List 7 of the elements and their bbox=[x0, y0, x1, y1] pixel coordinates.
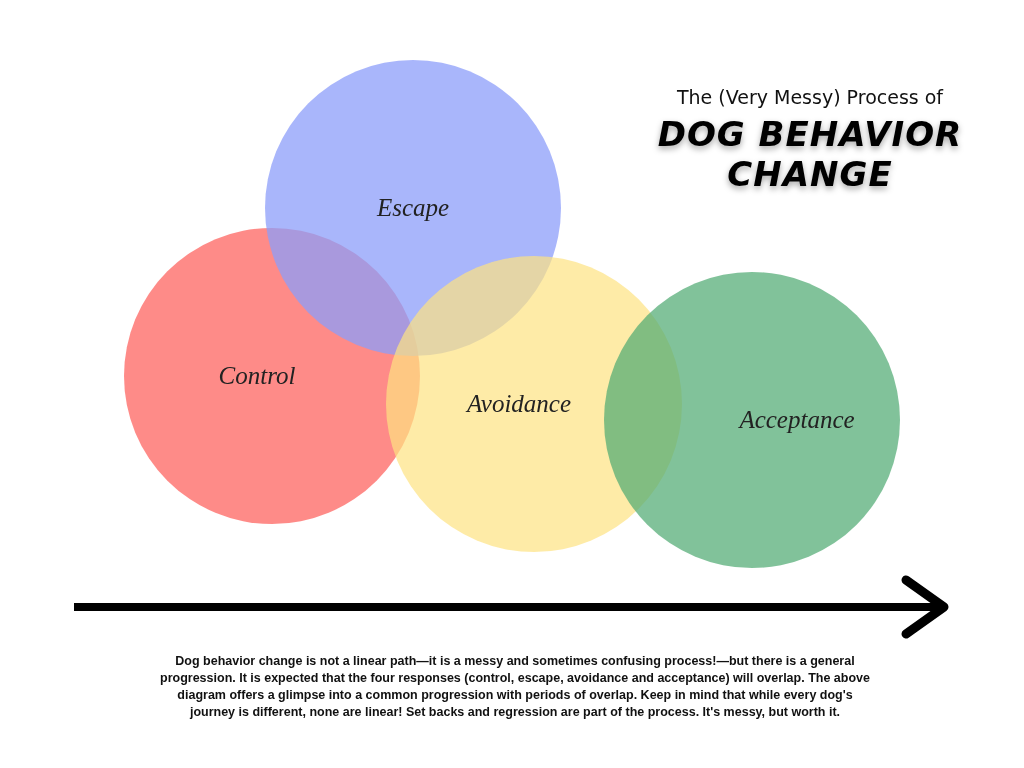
title: DOG BEHAVIOR CHANGE bbox=[656, 114, 964, 194]
subtitle: The (Very Messy) Process of bbox=[675, 86, 945, 108]
caption: Dog behavior change is not a linear path—it is a messy and sometimes confusing process!—but there is a general progression. It is expected that the four responses (control, escape, avoidance and acceptance) will overlap. The above diagram offers a glimpse into a common progression with periods of overlap. Keep in mind that while every dog's journey is different, none are linear! Set backs and regression are part of the process. It's messy, but worth it. bbox=[160, 653, 870, 721]
circle-label: Avoidance bbox=[466, 390, 572, 418]
circle-label: Escape bbox=[376, 194, 450, 222]
circle-label: Acceptance bbox=[739, 406, 855, 434]
circle-label: Control bbox=[218, 362, 296, 390]
